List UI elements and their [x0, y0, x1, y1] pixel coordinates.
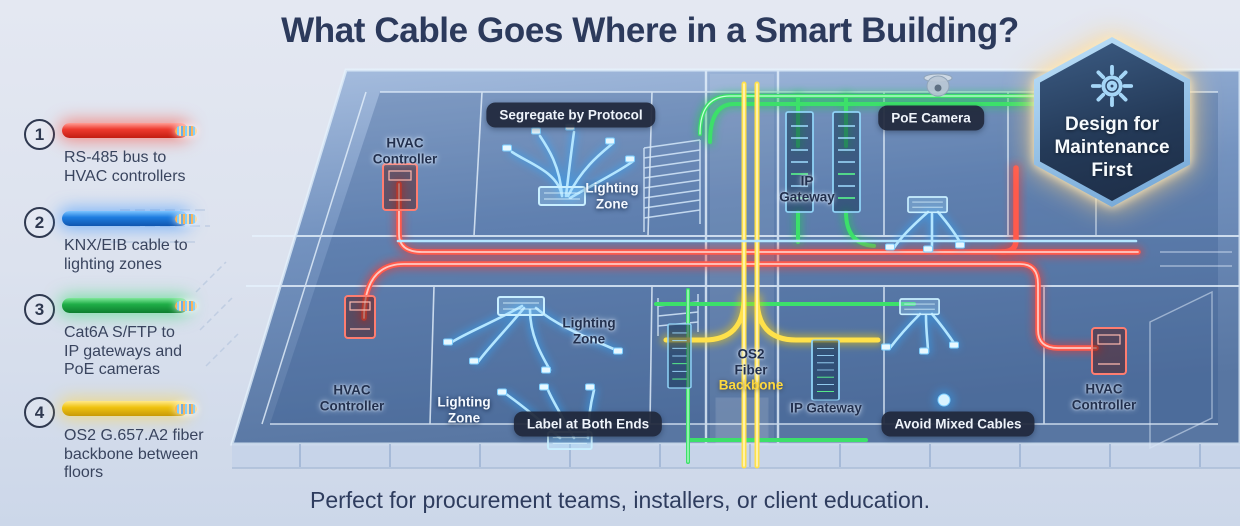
- cable-legend: 1 RS-485 bus to HVAC controllers 2 KNX/E…: [0, 0, 240, 526]
- hvac-controller-device-top: [382, 163, 418, 211]
- hvac-controller-device-bottom-left: [344, 295, 376, 339]
- poe-camera-device: [923, 73, 953, 97]
- maintenance-hex-badge: Design for Maintenance First: [1034, 37, 1190, 207]
- lighting-hub-right-bottom: [899, 298, 940, 316]
- rs485-cable-swatch: [62, 123, 197, 138]
- stairs: [643, 139, 701, 336]
- page-caption: Perfect for procurement teams, installer…: [309, 487, 930, 513]
- cable-connectors: [443, 123, 965, 396]
- legend-label-1: RS-485 bus to HVAC controllers: [64, 149, 186, 185]
- label-os2-fiber: OS2 Fiber: [734, 346, 768, 378]
- ip-gateway-rack-bottom: [811, 339, 840, 401]
- legend-label-3: Cat6A S/FTP to IP gateways and PoE camer…: [64, 324, 183, 378]
- label-hvac-controller-bottom-right: HVAC Controller: [1071, 381, 1137, 413]
- gear-icon: [1090, 64, 1134, 107]
- cat6a-cable-swatch: [62, 298, 197, 313]
- page-title: What Cable Goes Where in a Smart Buildin…: [281, 11, 1019, 50]
- label-ip-gateway-bottom: IP Gateway: [790, 400, 862, 416]
- legend-number-1: 1: [24, 119, 55, 150]
- badge-label-at-both-ends: Label at Both Ends: [513, 411, 663, 437]
- label-backbone: Backbone: [718, 377, 784, 393]
- label-lighting-zone-top: Lighting Zone: [585, 180, 639, 212]
- knx-cable-swatch: [62, 211, 197, 226]
- label-lighting-zone-mid: Lighting Zone: [562, 315, 616, 347]
- hex-border: Design for Maintenance First: [1034, 37, 1190, 207]
- legend-number-2: 2: [24, 207, 55, 238]
- lighting-hub-right-top: [907, 196, 948, 214]
- label-lighting-zone-bottom: Lighting Zone: [437, 394, 491, 426]
- ip-gateway-rack-2: [832, 111, 861, 213]
- lighting-hub-top: [538, 186, 586, 206]
- legend-label-2: KNX/EIB cable to lighting zones: [64, 237, 188, 273]
- badge-poe-camera: PoE Camera: [878, 105, 984, 131]
- equipment-rack-left: [667, 323, 692, 389]
- legend-label-4: OS2 G.657.A2 fiber backbone between floo…: [64, 427, 204, 481]
- rs485-cable-paths: [364, 168, 1138, 348]
- legend-number-3: 3: [24, 294, 55, 325]
- legend-number-4: 4: [24, 397, 55, 428]
- sensor-dome: [937, 393, 951, 407]
- badge-segregate-by-protocol: Segregate by Protocol: [486, 102, 656, 128]
- label-hvac-controller-top: HVAC Controller: [372, 135, 438, 167]
- hvac-controller-device-bottom-right: [1091, 327, 1127, 375]
- lighting-hub-mid: [497, 296, 545, 316]
- label-ip-gateway-top: IP Gateway: [779, 173, 835, 205]
- label-hvac-controller-bottom-left: HVAC Controller: [319, 382, 385, 414]
- fiber-cable-swatch: [62, 401, 197, 416]
- badge-avoid-mixed-cables: Avoid Mixed Cables: [881, 411, 1035, 437]
- hex-badge-label: Design for Maintenance First: [1054, 113, 1170, 181]
- hex-body: Design for Maintenance First: [1040, 43, 1184, 201]
